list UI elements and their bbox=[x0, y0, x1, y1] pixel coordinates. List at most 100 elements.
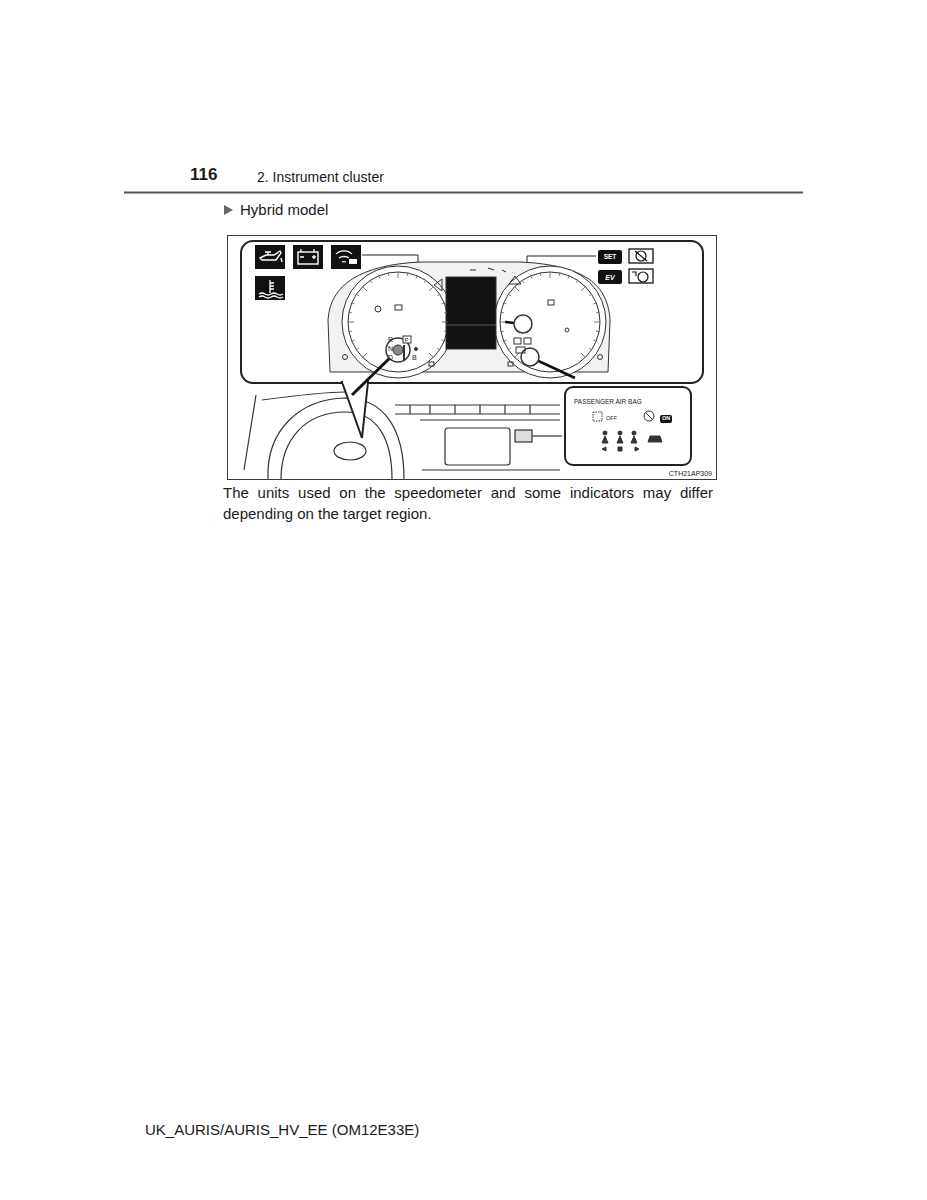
passenger-icons bbox=[632, 431, 636, 435]
gauge-ticks bbox=[429, 287, 433, 291]
gauge-ticks bbox=[504, 340, 507, 341]
gauge-ticks bbox=[501, 331, 504, 333]
gauge-ticks bbox=[441, 340, 444, 341]
bullet-triangle bbox=[224, 205, 233, 215]
gauge-ticks bbox=[581, 287, 585, 291]
gauge-ticks bbox=[437, 294, 439, 296]
gauge-ticks bbox=[589, 348, 591, 350]
instrument-cluster bbox=[521, 348, 539, 366]
header-rule bbox=[124, 192, 803, 194]
gauge-ticks bbox=[593, 303, 596, 304]
gear-letter: B bbox=[412, 354, 417, 361]
gauge-ticks bbox=[416, 276, 417, 279]
passenger-icons bbox=[602, 436, 608, 443]
passenger-icons bbox=[644, 411, 654, 421]
gauge-ticks bbox=[363, 353, 367, 357]
gauge-ticks bbox=[596, 331, 599, 333]
dashboard-drawing bbox=[268, 398, 404, 479]
gauge-ticks bbox=[531, 276, 532, 279]
instrument-cluster bbox=[565, 328, 569, 332]
instrument-cluster bbox=[598, 355, 603, 360]
passenger-icons bbox=[602, 447, 639, 451]
gauge-ticks bbox=[540, 273, 542, 276]
header-rule bbox=[124, 192, 803, 193]
gauge-ticks bbox=[442, 322, 448, 323]
gauge-ticks bbox=[500, 322, 506, 323]
gauge-ticks bbox=[348, 322, 354, 323]
gear-letter: N bbox=[388, 345, 393, 352]
passenger-icons bbox=[648, 436, 662, 442]
dashboard-drawing bbox=[532, 435, 562, 436]
figure-code: CTH21AP309 bbox=[669, 470, 712, 477]
passenger-box-ground bbox=[563, 385, 691, 465]
panel-title: PASSENGER AIR BAG bbox=[574, 399, 642, 406]
gauge-ticks bbox=[398, 272, 399, 278]
gauge-ticks bbox=[370, 280, 372, 282]
gauge-ticks bbox=[594, 322, 600, 323]
instrument-cluster bbox=[429, 362, 434, 366]
gauge-ticks bbox=[515, 353, 519, 357]
gauge-ticks bbox=[508, 294, 510, 296]
indicator-box: EV bbox=[598, 270, 622, 284]
gauge-ticks bbox=[501, 312, 504, 314]
gauge-ticks bbox=[429, 353, 433, 357]
gear-letter: R bbox=[388, 336, 393, 343]
gauge-ticks bbox=[388, 273, 390, 276]
instrument-cluster bbox=[328, 262, 610, 395]
instrument-cluster bbox=[508, 362, 513, 366]
warning-icons bbox=[259, 280, 283, 298]
callout-box: PASSENGER AIR BAGOFFON bbox=[564, 386, 692, 466]
passenger-icons bbox=[593, 412, 602, 421]
passenger-icons bbox=[631, 436, 637, 443]
callout-panel bbox=[241, 241, 703, 383]
instrument-cluster bbox=[446, 277, 496, 349]
figure-frame: CTH21AP309SETEVPASSENGER AIR BAGOFFON bbox=[227, 235, 717, 480]
instrument-cluster bbox=[375, 306, 381, 312]
warning-icons bbox=[255, 245, 285, 269]
gauge-ticks bbox=[441, 303, 444, 304]
gauge-ticks bbox=[550, 272, 551, 278]
gauge-ticks bbox=[444, 312, 447, 314]
instrument-cluster bbox=[348, 272, 448, 372]
gauge-ticks bbox=[349, 312, 352, 314]
instrument-cluster bbox=[403, 345, 405, 360]
subheading: Hybrid model bbox=[240, 202, 328, 217]
instrument-cluster bbox=[500, 272, 600, 372]
dashboard-drawing bbox=[262, 392, 345, 400]
indicator-text: EV bbox=[605, 274, 614, 281]
passenger-icons bbox=[617, 436, 623, 443]
warning-icons bbox=[293, 245, 323, 269]
instrument-cluster bbox=[352, 350, 398, 395]
page-number: 116 bbox=[190, 166, 217, 183]
warning-icons bbox=[255, 276, 285, 300]
warning-icons bbox=[298, 252, 318, 264]
gauge-ticks bbox=[352, 303, 355, 304]
warning-icons bbox=[632, 272, 636, 276]
gauge-ticks bbox=[589, 294, 591, 296]
body-text: The units used on the speedometer and so… bbox=[223, 482, 713, 524]
gauge-ticks bbox=[349, 331, 352, 333]
instrument-cluster bbox=[516, 347, 525, 353]
dashboard-drawing bbox=[395, 405, 560, 414]
dashboard-drawing bbox=[244, 392, 562, 479]
warning-icons bbox=[629, 249, 653, 263]
dashboard-drawing bbox=[420, 420, 560, 470]
gauge-ticks bbox=[581, 353, 585, 357]
dashboard-drawing bbox=[515, 430, 532, 442]
gauge-ticks bbox=[356, 294, 358, 296]
gauge-ticks bbox=[522, 280, 524, 282]
gear-letter: P bbox=[405, 337, 409, 343]
dashboard-drawing bbox=[445, 428, 510, 465]
passenger-icons bbox=[593, 411, 662, 451]
instrument-cluster bbox=[514, 338, 521, 344]
warning-icons bbox=[638, 272, 648, 282]
warning-icons bbox=[635, 251, 647, 261]
instrument-cluster bbox=[446, 325, 496, 326]
gear-letter: D bbox=[388, 354, 393, 361]
section-heading: 2. Instrument cluster bbox=[257, 170, 384, 184]
gauge-ticks bbox=[407, 273, 409, 276]
warning-icons bbox=[636, 251, 646, 261]
instrument-cluster bbox=[524, 338, 531, 344]
instrument-cluster bbox=[343, 355, 348, 360]
dashboard-drawing bbox=[334, 442, 366, 460]
